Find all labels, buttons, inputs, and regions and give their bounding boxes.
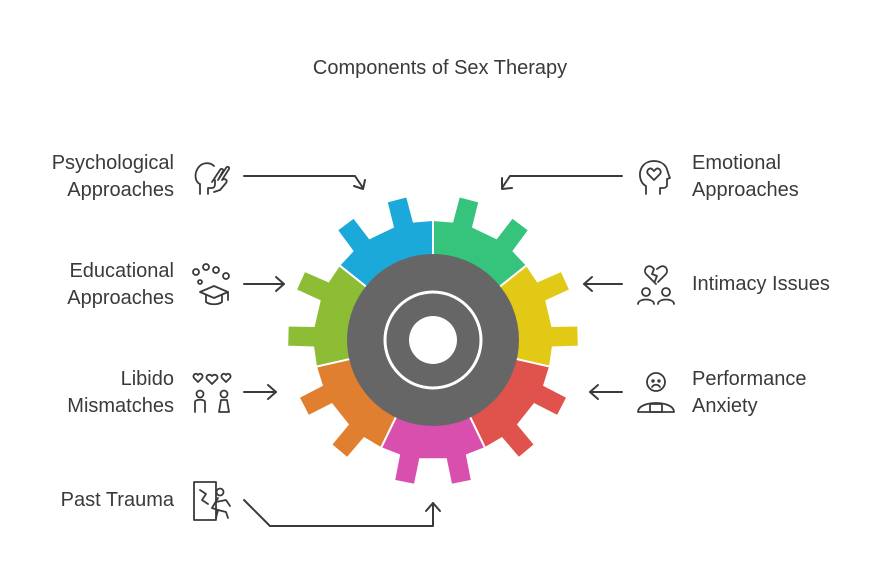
heart-head-icon bbox=[639, 160, 671, 195]
hand-head-icon bbox=[194, 162, 231, 195]
gear-center-hole bbox=[409, 316, 457, 364]
arrow-psychological bbox=[243, 175, 366, 190]
label-line-1: Performance bbox=[692, 368, 807, 390]
label-line-1: Past Trauma bbox=[60, 489, 174, 511]
arrow-emotional bbox=[501, 175, 623, 190]
label-intimacy-issues: Intimacy Issues bbox=[692, 271, 830, 298]
arrow-intimacy bbox=[583, 276, 623, 292]
arrow-libido bbox=[243, 384, 277, 400]
label-line-2: Anxiety bbox=[692, 395, 758, 417]
couple-hearts-icon bbox=[192, 372, 232, 413]
label-line-2: Mismatches bbox=[67, 395, 174, 417]
arrow-educational bbox=[243, 276, 285, 292]
arrow-performance bbox=[589, 384, 623, 400]
broken-heart-couple-icon bbox=[637, 265, 675, 305]
label-line-2: Approaches bbox=[692, 179, 799, 201]
gear-inner-ring bbox=[383, 290, 483, 390]
label-line-1: Emotional bbox=[692, 152, 781, 174]
label-line-2: Approaches bbox=[67, 287, 174, 309]
arrow-trauma bbox=[243, 499, 441, 527]
label-line-1: Educational bbox=[69, 260, 174, 282]
label-line-2: Approaches bbox=[67, 179, 174, 201]
diagram-title: Components of Sex Therapy bbox=[312, 57, 568, 79]
label-line-1: Psychological bbox=[51, 152, 174, 174]
trauma-figure-icon bbox=[193, 481, 231, 521]
graduation-cap-icon bbox=[192, 263, 230, 306]
label-line-1: Libido bbox=[120, 368, 174, 390]
anxious-person-icon bbox=[637, 372, 675, 413]
label-line-1: Intimacy Issues bbox=[692, 273, 830, 295]
label-past-trauma: Past Trauma bbox=[61, 487, 174, 514]
